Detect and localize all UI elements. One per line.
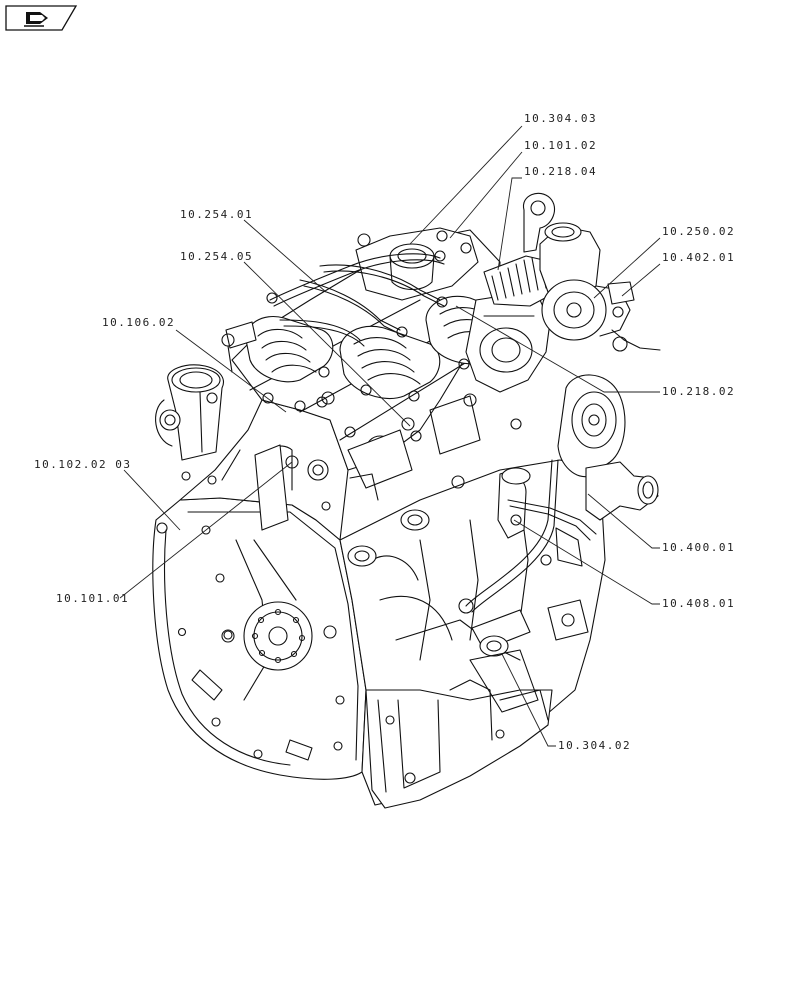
callout-10-250-02[interactable]: 10.250.02 (662, 225, 735, 238)
callout-10-218-04[interactable]: 10.218.04 (524, 165, 597, 178)
callout-10-106-02[interactable]: 10.106.02 (102, 316, 175, 329)
leader-10-400-01 (587, 493, 660, 549)
callout-10-101-01[interactable]: 10.101.01 (56, 592, 129, 605)
callout-10-101-02[interactable]: 10.101.02 (524, 139, 597, 152)
leader-10-102-02-03 (123, 469, 181, 531)
leader-10-254-01 (243, 219, 327, 293)
engine-illustration (152, 192, 661, 809)
leader-10-218-02 (455, 305, 660, 393)
leader-lines (119, 125, 661, 747)
leader-10-304-02 (501, 653, 556, 747)
leader-10-408-01 (513, 519, 660, 605)
leader-10-101-02 (449, 151, 523, 239)
callout-labels: 10.304.03 10.101.02 10.218.04 10.254.01 … (34, 112, 735, 752)
callout-10-304-02[interactable]: 10.304.02 (558, 739, 631, 752)
book-arrow-icon (24, 12, 48, 27)
leader-10-304-03 (409, 125, 523, 245)
callout-10-218-02[interactable]: 10.218.02 (662, 385, 735, 398)
callout-10-254-01[interactable]: 10.254.01 (180, 208, 253, 221)
valve-cover-mid (339, 325, 441, 400)
leader-10-101-01 (119, 461, 293, 599)
leader-10-254-05 (243, 261, 411, 427)
callout-10-400-01[interactable]: 10.400.01 (662, 541, 735, 554)
callout-10-254-05[interactable]: 10.254.05 (180, 250, 253, 263)
callout-10-304-03[interactable]: 10.304.03 (524, 112, 597, 125)
leader-10-218-04 (497, 177, 522, 271)
injector-lines (266, 250, 448, 347)
callout-10-402-01[interactable]: 10.402.01 (662, 251, 735, 264)
callout-10-102-02-03[interactable]: 10.102.02 03 (34, 458, 131, 471)
leader-10-402-01 (621, 263, 661, 297)
leader-10-106-02 (175, 329, 287, 413)
nav-badge[interactable] (5, 5, 78, 31)
leader-10-250-02 (593, 237, 661, 299)
callout-10-408-01[interactable]: 10.408.01 (662, 597, 735, 610)
